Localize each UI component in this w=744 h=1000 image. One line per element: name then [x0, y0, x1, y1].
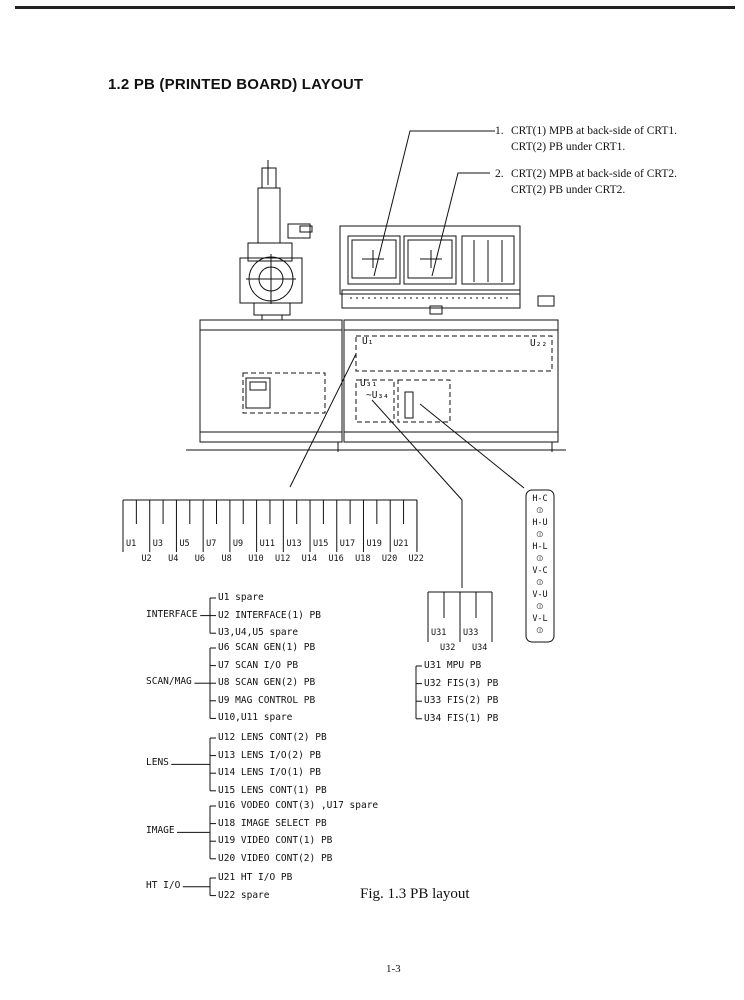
vertical-label: V-L [532, 614, 548, 624]
slot-label-top: U9 [232, 539, 244, 549]
board-item: U1 spare [218, 592, 264, 603]
board-item: U9 MAG CONTROL PB [218, 694, 316, 706]
board-item: U18 IMAGE SELECT PB [218, 817, 327, 829]
drawing-label-u22: U₂₂ [530, 338, 548, 349]
slot-label-bottom: U8 [221, 554, 232, 564]
slot-label-top: U7 [206, 539, 217, 549]
board-item: U6 SCAN GEN(1) PB [218, 642, 316, 653]
board-item: U13 LENS I/O(2) PB [218, 749, 321, 761]
knob-icon: ⦶ [536, 506, 544, 516]
slot2-label-top: U31 [431, 628, 447, 638]
right-board-item: U34 FIS(1) PB [424, 712, 499, 724]
slot-label-top: U15 [313, 539, 329, 549]
slot-label-top: U13 [286, 539, 302, 549]
knob-icon: ⦶ [536, 530, 544, 540]
slot-label-top: U17 [339, 539, 356, 549]
note-1-line2: CRT(2) PB under CRT1. [511, 141, 626, 153]
right-board-item: U31 MPU PB [424, 660, 482, 671]
slot-label-bottom: U12 [274, 554, 291, 564]
leader-to-right-slots [371, 399, 463, 588]
slot-label-bottom: U6 [194, 554, 206, 564]
board-item: U22 spare [218, 889, 270, 901]
note-2: 2. CRT(2) MPB at back-side of CRT2. CRT(2… [495, 166, 677, 198]
right-board-item: U32 FIS(3) PB [424, 677, 499, 689]
slot-label-top: U19 [366, 539, 382, 549]
drawing-label-u1: U₁ [362, 336, 374, 347]
slot-label-top: U11 [259, 539, 275, 549]
slot-label-top: U1 [126, 539, 137, 549]
board-item: U19 VIDEO CONT(1) PB [218, 835, 333, 847]
note-1-number: 1. [495, 125, 504, 137]
board-item: U8 SCAN GEN(2) PB [218, 677, 316, 689]
note-1-line1: CRT(1) MPB at back-side of CRT1. [511, 125, 677, 137]
figure-caption: Fig. 1.3 PB layout [360, 886, 470, 902]
drawing-label-u31: U₃₁ [360, 378, 378, 389]
vertical-label: H-C [532, 494, 548, 504]
board-item: U21 HT I/O PB [218, 872, 293, 883]
board-item: U7 SCAN I/O PB [218, 659, 299, 671]
slot-label-top: U5 [179, 539, 190, 549]
board-item: U16 VODEO CONT(3) ,U17 spare [218, 800, 379, 811]
vertical-label: V-U [532, 590, 548, 600]
slot-label-bottom: U10 [248, 554, 264, 564]
drawing-label-u34: ~U₃₄ [366, 390, 389, 401]
slot-label-bottom: U16 [328, 554, 344, 564]
board-item: U15 LENS CONT(1) PB [218, 784, 327, 796]
vertical-switch-panel [525, 489, 555, 643]
board-item: U2 INTERFACE(1) PB [218, 609, 321, 621]
board-item: U12 LENS CONT(2) PB [218, 732, 327, 743]
board-item: U20 VIDEO CONT(2) PB [218, 852, 333, 864]
leader-to-vertical-panel [419, 403, 525, 489]
note-2-line2: CRT(2) PB under CRT2. [511, 184, 626, 196]
note-1: 1. CRT(1) MPB at back-side of CRT1. CRT(2… [495, 123, 677, 155]
vertical-label: H-U [532, 518, 548, 528]
note-2-number: 2. [495, 168, 504, 180]
slot2-label-top: U33 [463, 628, 479, 638]
knob-icon: ⦶ [536, 578, 544, 588]
header-rule [15, 6, 735, 9]
group-name: SCAN/MAG [146, 676, 192, 688]
vertical-label: V-C [532, 566, 548, 576]
vertical-label: H-L [532, 542, 548, 552]
group-name: LENS [146, 757, 169, 769]
slot-label-bottom: U14 [301, 554, 318, 564]
knob-icon: ⦶ [536, 626, 544, 636]
board-item: U3,U4,U5 spare [218, 627, 299, 639]
group-name: HT I/O [146, 879, 181, 891]
board-item: U14 LENS I/O(1) PB [218, 767, 321, 779]
note-2-leader [431, 172, 490, 277]
knob-icon: ⦶ [536, 602, 544, 612]
note-2-line1: CRT(2) MPB at back-side of CRT2. [511, 168, 677, 180]
slot-label-bottom: U18 [355, 554, 371, 564]
slot-label-top: U21 [393, 539, 409, 549]
knob-icon: ⦶ [536, 554, 544, 564]
slot-label-bottom: U22 [408, 554, 424, 564]
slot-label-bottom: U2 [141, 554, 152, 564]
slot-label-bottom: U4 [168, 554, 179, 564]
note-1-leader [373, 130, 495, 277]
group-name: INTERFACE [146, 608, 198, 620]
page-number: 1-3 [386, 963, 401, 975]
leader-to-slot-row [289, 353, 357, 488]
board-item: U10,U11 spare [218, 712, 293, 724]
slot2-label-bottom: U34 [472, 643, 488, 653]
slot-label-bottom: U20 [381, 554, 398, 564]
right-board-item: U33 FIS(2) PB [424, 695, 499, 707]
slot2-label-bottom: U32 [440, 643, 456, 653]
slot-label-top: U3 [152, 539, 163, 549]
section-heading: 1.2 PB (PRINTED BOARD) LAYOUT [108, 76, 364, 93]
group-name: IMAGE [146, 825, 175, 837]
